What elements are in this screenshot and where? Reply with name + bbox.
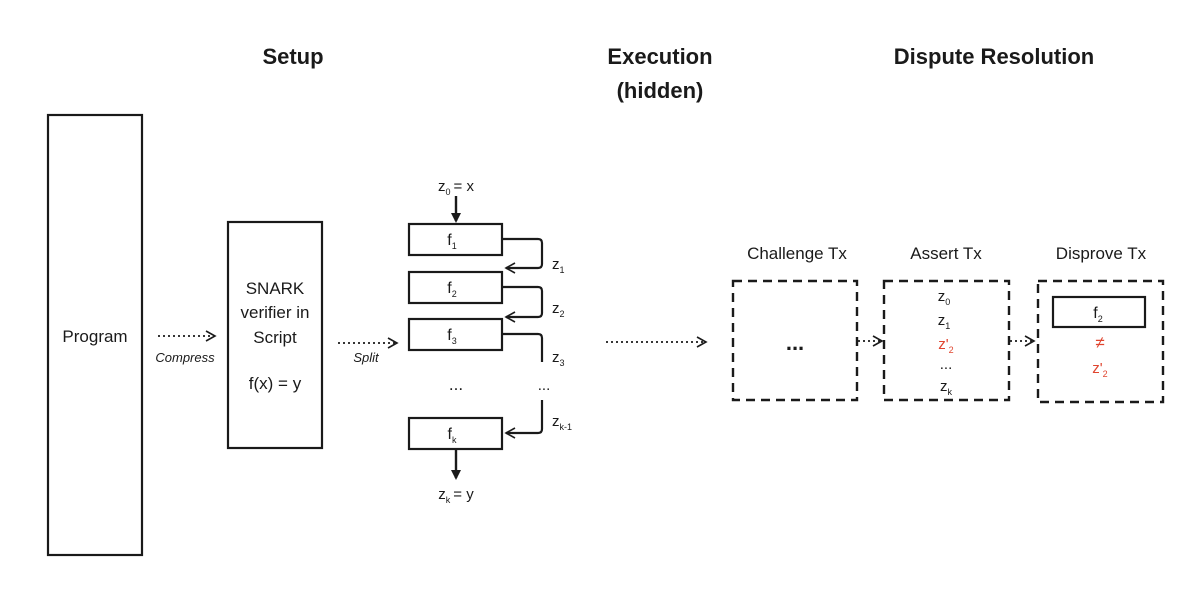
assert-item-z2-prime: z'2 (938, 336, 953, 355)
function-label-f1: f1 (447, 232, 456, 251)
edge-label-z2: z2 (552, 300, 565, 319)
assert-item-z0: z0 (938, 288, 951, 307)
disprove-tx-title: Disprove Tx (1056, 244, 1147, 263)
loop-arrow-z3 (502, 332, 544, 362)
header-dispute-resolution: Dispute Resolution (894, 44, 1094, 69)
disprove-tx-box (1036, 279, 1165, 404)
assert-tx-box (882, 279, 1011, 402)
disprove-function-label: f2 (1093, 305, 1102, 324)
program-label: Program (62, 327, 127, 346)
loop-arrow-z1 (502, 237, 544, 274)
snark-line-1: SNARK (246, 279, 305, 298)
loop-arrow-zk-1 (504, 400, 544, 439)
program-box (46, 113, 144, 557)
function-label-fk: fk (448, 426, 457, 445)
edge-label-zk-1: zk-1 (552, 413, 572, 432)
header-setup: Setup (262, 44, 323, 69)
compress-label: Compress (155, 350, 215, 365)
snark-line-2: verifier in (241, 303, 310, 322)
output-zk: zk= y (438, 486, 474, 505)
not-equal-sign: ≠ (1095, 333, 1104, 352)
snark-line-4: f(x) = y (249, 374, 302, 393)
chain-ellipsis: ... (449, 375, 463, 394)
assert-tx-title: Assert Tx (910, 244, 982, 263)
snark-line-3: Script (253, 328, 297, 347)
disprove-value-z2-prime: z'2 (1092, 360, 1107, 379)
header-execution-hidden: (hidden) (617, 78, 704, 103)
edge-label-z1: z1 (552, 256, 565, 275)
function-label-f3: f3 (447, 327, 456, 346)
challenge-tx-title: Challenge Tx (747, 244, 847, 263)
loop-arrow-z2 (502, 285, 544, 323)
header-execution: Execution (607, 44, 712, 69)
loop-ellipsis: ... (538, 377, 551, 394)
input-z0: z0= x (438, 178, 474, 197)
disprove-function-box (1051, 295, 1147, 329)
assert-item-ellipsis: ... (940, 356, 953, 373)
snark-verifier-box (226, 220, 324, 450)
assert-item-z1: z1 (938, 312, 951, 331)
edge-label-z3: z3 (552, 349, 565, 368)
challenge-tx-content: ... (786, 330, 804, 355)
assert-item-zk: zk (940, 378, 953, 397)
challenge-tx-box (731, 279, 859, 402)
function-label-f2: f2 (447, 280, 456, 299)
split-label: Split (353, 350, 380, 365)
